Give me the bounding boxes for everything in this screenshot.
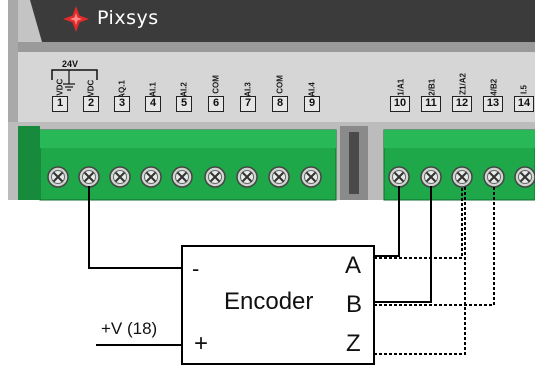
terminal-number-10: 10 xyxy=(390,96,410,112)
terminal-label-13: I.4/B2 xyxy=(489,78,499,101)
terminal-label-12: I.3 Z1/A2 xyxy=(458,73,468,106)
wire-b-solid xyxy=(374,186,432,303)
terminal-screw-2 xyxy=(78,166,100,188)
terminal-screw-6 xyxy=(204,166,226,188)
encoder-output-z: Z xyxy=(346,330,361,357)
terminal-screw-14 xyxy=(514,166,535,188)
wire-minus xyxy=(88,186,182,269)
terminal-number-12: 12 xyxy=(452,96,472,112)
terminal-screw-11 xyxy=(420,166,442,188)
terminal-label-1: +VDC xyxy=(55,78,65,101)
terminal-label-9: AI.4 xyxy=(307,82,317,97)
encoder-plus-label: + xyxy=(194,330,209,357)
wire-b-dotted xyxy=(374,186,495,306)
terminal-block-right-top xyxy=(384,130,535,148)
terminal-block-divider-inner xyxy=(349,132,359,194)
terminal-number-14: 14 xyxy=(514,96,534,112)
device-header xyxy=(30,0,535,42)
terminal-screw-12 xyxy=(451,166,473,188)
encoder-output-b: B xyxy=(346,291,363,318)
terminal-number-7: 7 xyxy=(240,96,256,112)
terminal-number-4: 4 xyxy=(145,96,161,112)
terminal-number-13: 13 xyxy=(483,96,503,112)
terminal-number-5: 5 xyxy=(176,96,192,112)
terminal-label-7: AI.3 xyxy=(243,82,253,97)
terminal-number-8: 8 xyxy=(272,96,288,112)
terminal-screw-5 xyxy=(171,166,193,188)
device-header-bevel xyxy=(8,42,535,52)
terminal-label-3: AQ.1 xyxy=(117,80,127,99)
terminal-label-11: I.2/B1 xyxy=(427,78,437,101)
terminal-screw-8 xyxy=(268,166,290,188)
encoder-output-a: A xyxy=(345,252,362,279)
ground-icon xyxy=(63,70,75,91)
terminal-screw-13 xyxy=(483,166,505,188)
terminal-screw-10 xyxy=(388,166,410,188)
terminal-label-10: I.1/A1 xyxy=(396,78,406,101)
encoder-title: Encoder xyxy=(224,288,314,315)
terminal-screw-3 xyxy=(109,166,131,188)
terminal-label-4: AI.1 xyxy=(148,82,158,97)
terminal-screw-4 xyxy=(140,166,162,188)
supply-input-label: +V (18) xyxy=(101,319,158,338)
device-left-edge xyxy=(8,0,18,200)
terminal-number-3: 3 xyxy=(114,96,130,112)
logo-star-icon xyxy=(63,6,89,32)
terminal-number-9: 9 xyxy=(304,96,320,112)
terminal-number-2: 2 xyxy=(83,96,99,112)
terminal-label-5: AI.2 xyxy=(179,82,189,97)
encoder-box xyxy=(181,245,375,365)
wire-z-dotted xyxy=(374,186,466,355)
terminal-screw-7 xyxy=(236,166,258,188)
wire-a-solid xyxy=(374,186,400,257)
terminal-block-left-top xyxy=(40,130,336,148)
terminal-screw-9 xyxy=(300,166,322,188)
terminal-number-1: 1 xyxy=(52,96,68,112)
encoder-minus-label: - xyxy=(192,256,200,281)
terminal-label-8: AI COM xyxy=(275,75,285,104)
terminal-number-6: 6 xyxy=(208,96,224,112)
supply-voltage-label: 24V xyxy=(62,59,79,69)
brand-name: Pixsys xyxy=(97,7,159,29)
terminal-label-14: I.5 xyxy=(519,85,529,94)
terminal-number-11: 11 xyxy=(421,96,441,112)
wire-a-dotted xyxy=(374,186,463,259)
terminal-block-left-edge xyxy=(18,126,40,200)
terminal-label-6: AI COM xyxy=(211,75,221,104)
terminal-label-2: -VDC xyxy=(86,79,96,100)
terminal-screw-1 xyxy=(47,166,69,188)
